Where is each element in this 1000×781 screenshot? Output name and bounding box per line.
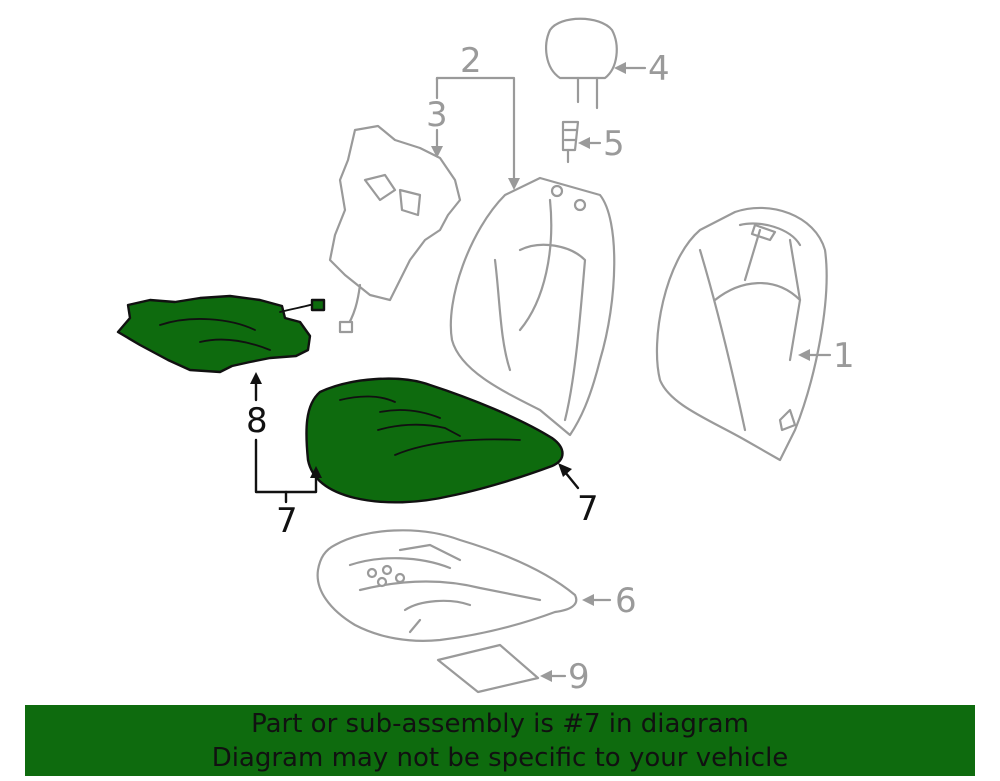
callout-9: 9 [568, 657, 590, 697]
arrow-3 [431, 146, 443, 158]
callout-3: 3 [426, 95, 448, 135]
part-7-cushion-pad [305, 377, 564, 504]
arrow-8 [250, 372, 262, 384]
arrow-7b [558, 463, 572, 477]
arrow-6 [582, 594, 594, 606]
seat-parts-diagram: 1 2 3 4 5 6 7 7 8 9 [116, 17, 855, 697]
part-9-label [436, 643, 540, 694]
part-2-seatback-pad [449, 176, 616, 437]
arrow-1 [798, 349, 810, 361]
callout-5: 5 [603, 124, 625, 164]
arrow-9 [540, 670, 552, 682]
callout-7b: 7 [577, 489, 599, 529]
callout-7a: 7 [276, 501, 298, 541]
banner-line-1: Part or sub-assembly is #7 in diagram [251, 708, 749, 739]
info-banner: Part or sub-assembly is #7 in diagram Di… [25, 705, 975, 776]
part-6-cushion-cover [316, 529, 578, 642]
leader-2 [435, 76, 516, 182]
callout-6: 6 [615, 581, 637, 621]
callout-1: 1 [833, 336, 855, 376]
arrow-5 [578, 137, 590, 149]
part-4-headrest [545, 17, 618, 110]
leader-7b [563, 470, 580, 490]
part-8-cushion-heater [116, 294, 326, 374]
part-5-headrest-guide [561, 120, 580, 164]
part-1-seatback-cover [655, 206, 828, 462]
part-3-seatback-heater [328, 124, 462, 334]
arrow-4 [614, 62, 626, 74]
callout-4: 4 [648, 49, 670, 89]
banner-line-2: Diagram may not be specific to your vehi… [211, 742, 789, 773]
arrow-7a [310, 466, 322, 478]
callout-2: 2 [460, 41, 482, 81]
callout-8: 8 [246, 401, 268, 441]
arrow-2 [508, 178, 520, 190]
